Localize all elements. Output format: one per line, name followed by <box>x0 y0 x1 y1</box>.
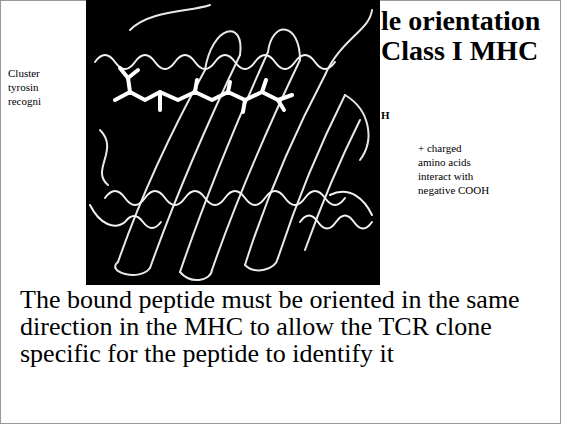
alpha-helices <box>90 55 372 229</box>
side-note: Cluster tyrosin recogni <box>8 66 58 108</box>
slide-title: le orientation Class I MHC <box>381 6 557 66</box>
note-line: amino acids <box>418 155 471 169</box>
image-background <box>86 0 380 285</box>
mhc-structure-image <box>86 0 380 285</box>
note-heading: H <box>381 108 390 122</box>
note-line: negative COOH <box>418 183 489 197</box>
bound-peptide <box>115 68 292 112</box>
beta-strands <box>100 5 372 280</box>
body-statement: The bound peptide must be oriented in th… <box>20 286 545 367</box>
note-line: + charged <box>418 141 462 155</box>
note-line: interact with <box>418 169 473 183</box>
